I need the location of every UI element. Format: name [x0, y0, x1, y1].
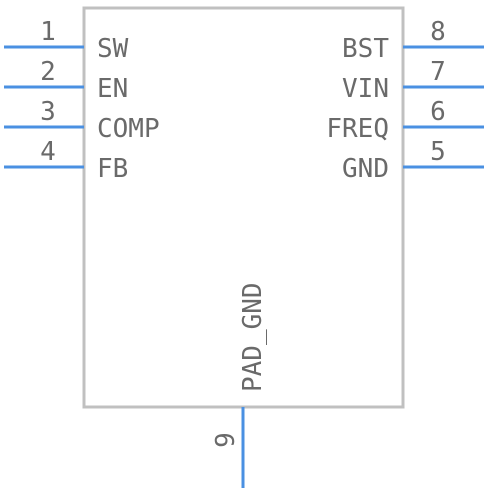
pin-6-label: FREQ: [326, 114, 389, 144]
pin-9-label: PAD_GND: [238, 282, 268, 392]
pin-2-number: 2: [40, 57, 56, 87]
pin-6-number: 6: [430, 97, 446, 127]
pin-1-number: 1: [40, 17, 56, 47]
pin-4-label: FB: [97, 154, 128, 184]
pin-5-label: GND: [342, 154, 389, 184]
pin-7-label: VIN: [342, 74, 389, 104]
pin-5-number: 5: [430, 137, 446, 167]
pin-3-label: COMP: [97, 114, 160, 144]
pin-4-number: 4: [40, 137, 56, 167]
pin-8-label: BST: [342, 34, 389, 64]
pin-8-number: 8: [430, 17, 446, 47]
pin-2-label: EN: [97, 74, 128, 104]
pin-9-number: 9: [211, 432, 241, 448]
pin-7-number: 7: [430, 57, 446, 87]
pin-3-number: 3: [40, 97, 56, 127]
pin-1-label: SW: [97, 34, 129, 64]
ic-body: [82, 6, 405, 409]
